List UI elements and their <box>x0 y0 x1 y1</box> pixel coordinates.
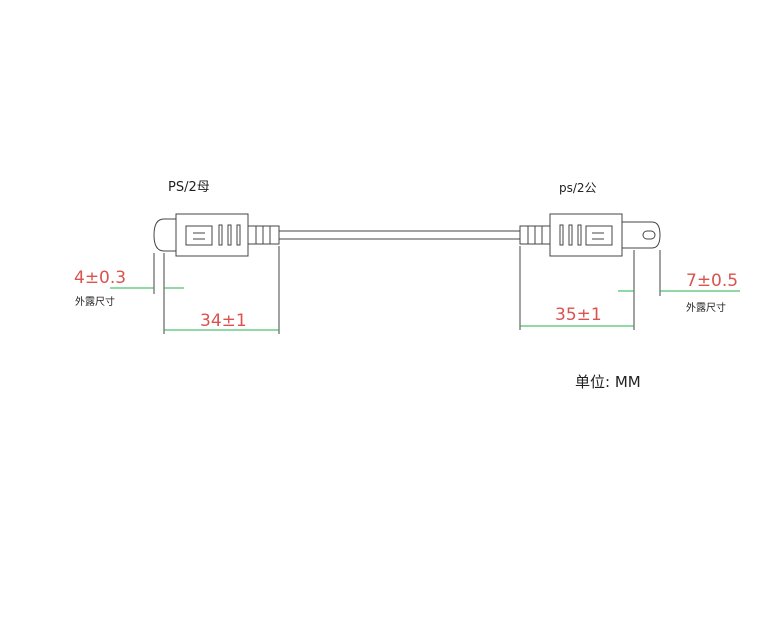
left-length-dimension: 34±1 <box>200 311 247 331</box>
right-connector <box>519 213 661 257</box>
left-exposed-note: 外露尺寸 <box>75 295 115 308</box>
left-connector-label: PS/2母 <box>168 180 210 195</box>
unit-label: 单位: MM <box>575 373 641 391</box>
left-exposed-dimension: 4±0.3 <box>74 268 126 288</box>
right-dimension-lines <box>519 246 740 330</box>
right-length-dimension: 35±1 <box>555 305 602 325</box>
left-connector <box>153 213 280 257</box>
cable <box>279 230 520 240</box>
left-dimension-lines <box>110 246 280 334</box>
right-exposed-note: 外露尺寸 <box>686 301 726 314</box>
right-connector-label: ps/2公 <box>559 181 597 195</box>
right-exposed-dimension: 7±0.5 <box>686 271 738 291</box>
